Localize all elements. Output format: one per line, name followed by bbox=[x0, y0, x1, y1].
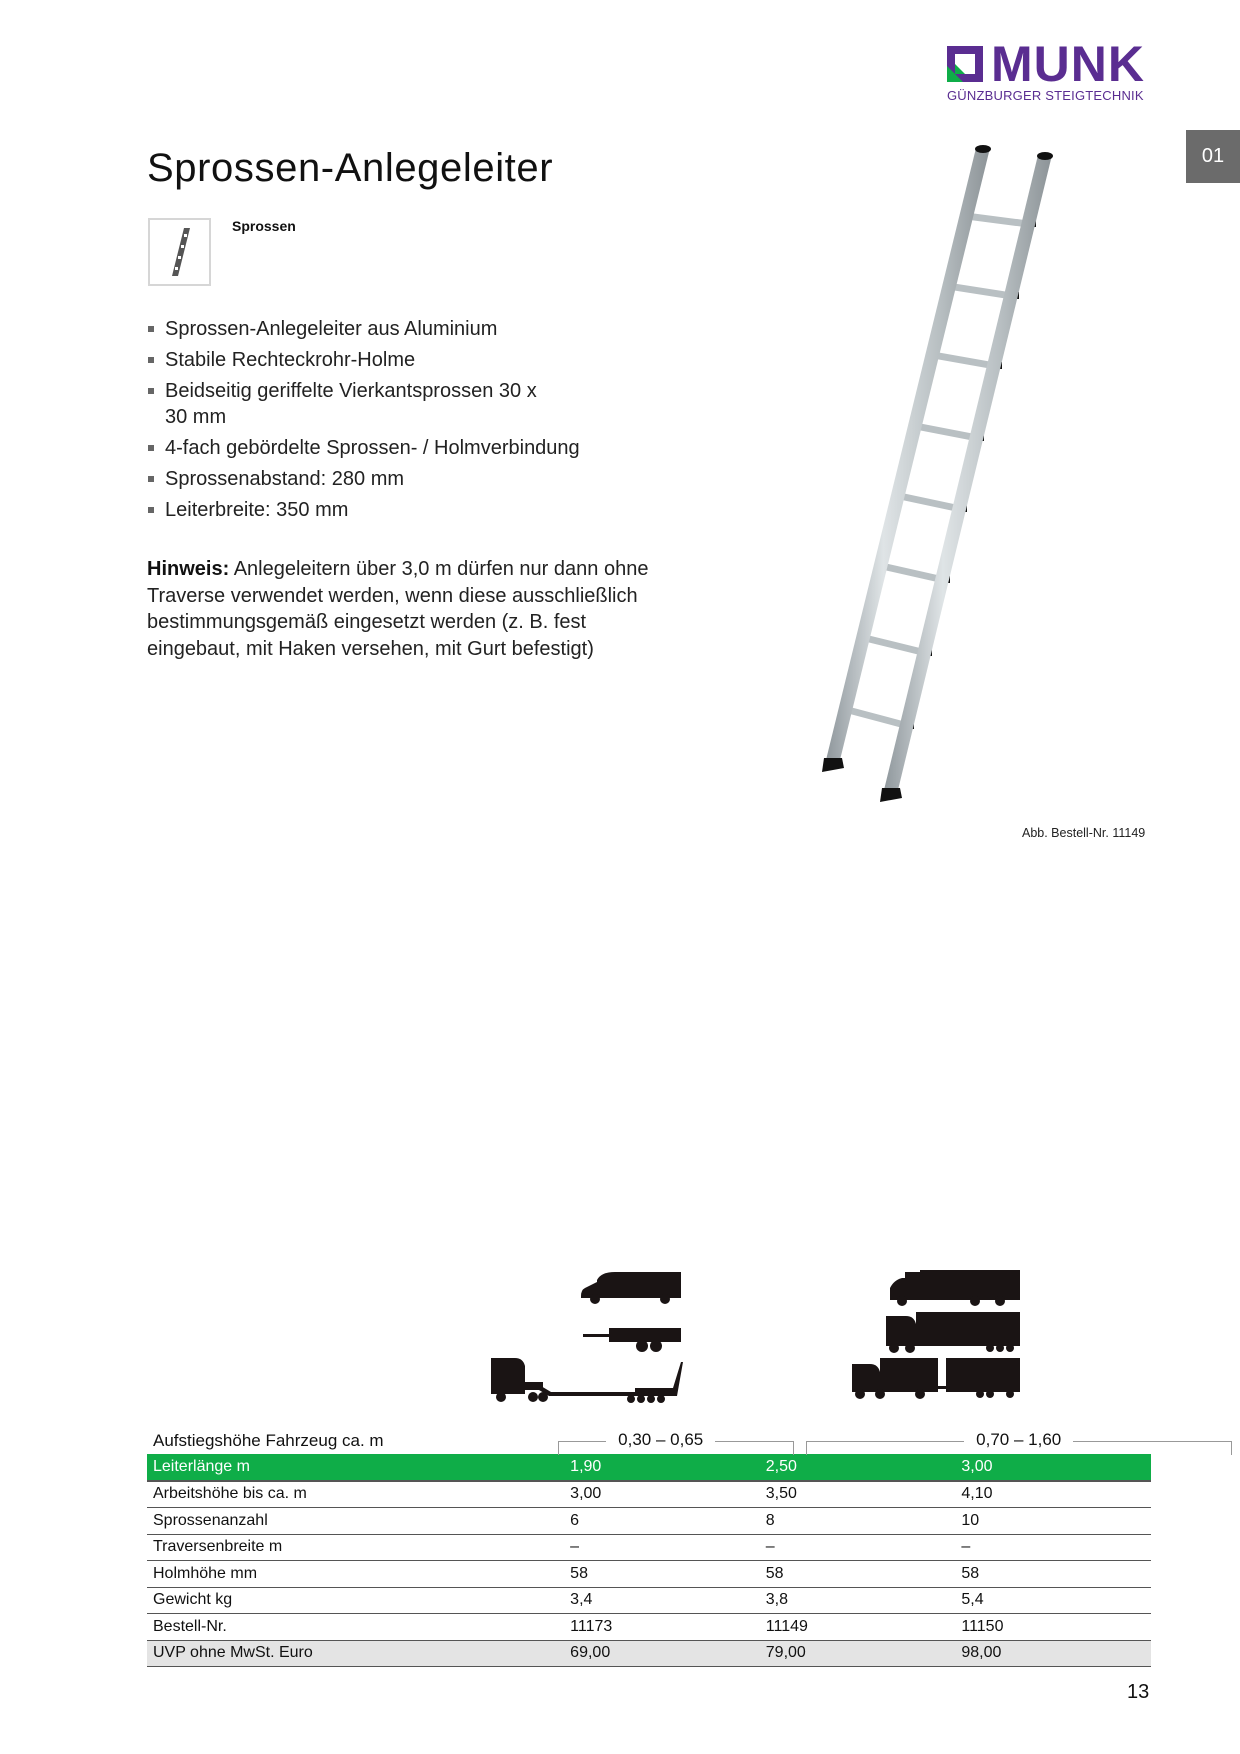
vehicle-group-low bbox=[491, 1272, 683, 1403]
bullet-icon bbox=[148, 507, 154, 513]
feature-item: Beidseitig geriffelte Vierkantsprossen 3… bbox=[148, 378, 545, 430]
bullet-icon bbox=[148, 445, 154, 451]
rung-icon-label: Sprossen bbox=[232, 218, 296, 234]
chapter-tab: 01 bbox=[1186, 130, 1240, 183]
range-high: 0,70 – 1,60 bbox=[806, 1428, 1233, 1455]
feature-item: Stabile Rechteckrohr-Holme bbox=[148, 347, 668, 373]
feature-list: Sprossen-Anlegeleiter aus Aluminium Stab… bbox=[148, 316, 668, 528]
range-low: 0,30 – 0,65 bbox=[558, 1428, 795, 1455]
table-row: Traversenbreite m – – – bbox=[147, 1534, 1151, 1561]
bullet-icon bbox=[148, 476, 154, 482]
image-caption: Abb. Bestell-Nr. 11149 bbox=[1022, 826, 1146, 840]
rung-icon bbox=[172, 228, 190, 276]
brand-tagline: GÜNZBURGER STEIGTECHNIK bbox=[947, 88, 1144, 103]
table-row: Gewicht kg 3,4 3,8 5,4 bbox=[147, 1587, 1151, 1614]
table-row: UVP ohne MwSt. Euro 69,00 79,00 98,00 bbox=[147, 1640, 1151, 1667]
table-row: Bestell-Nr. 11173 11149 11150 bbox=[147, 1613, 1151, 1641]
brand-logo: MUNK GÜNZBURGER STEIGTECHNIK bbox=[945, 36, 1155, 106]
feature-item: 4-fach gebördelte Sprossen- / Holmverbin… bbox=[148, 435, 668, 461]
lowbed-truck-icon bbox=[491, 1358, 683, 1403]
van-icon bbox=[581, 1272, 681, 1304]
table-row: Sprossenanzahl 6 8 10 bbox=[147, 1507, 1151, 1535]
logo-mark-icon bbox=[947, 46, 983, 82]
feature-item: Leiterbreite: 350 mm bbox=[148, 497, 668, 523]
ladder-illustration bbox=[822, 145, 1053, 802]
page-title: Sprossen-Anlegeleiter bbox=[147, 146, 554, 190]
note-label: Hinweis: bbox=[147, 558, 230, 580]
feature-item: Sprossen-Anlegeleiter aus Aluminium bbox=[148, 316, 668, 342]
vehicle-group-high bbox=[852, 1270, 1020, 1399]
spec-table: Aufstiegshöhe Fahrzeug ca. m 0,30 – 0,65… bbox=[147, 1428, 1233, 1667]
feature-item: Sprossenabstand: 280 mm bbox=[148, 466, 668, 492]
table-row: Leiterlänge m 1,90 2,50 3,00 bbox=[147, 1454, 1151, 1482]
bullet-icon bbox=[148, 326, 154, 332]
box-truck-icon bbox=[890, 1270, 1020, 1306]
trailer-icon bbox=[583, 1328, 681, 1352]
height-label: Aufstiegshöhe Fahrzeug ca. m bbox=[153, 1431, 384, 1450]
brand-name: MUNK bbox=[991, 36, 1145, 92]
table-row: Arbeitshöhe bis ca. m 3,00 3,50 4,10 bbox=[147, 1480, 1151, 1508]
note: Hinweis: Anlegeleitern über 3,0 m dürfen… bbox=[147, 556, 667, 662]
bullet-icon bbox=[148, 388, 154, 394]
table-header-row: Aufstiegshöhe Fahrzeug ca. m 0,30 – 0,65… bbox=[147, 1428, 1233, 1455]
semi-trailer-icon bbox=[886, 1312, 1020, 1353]
note-text: Anlegeleitern über 3,0 m dürfen nur dann… bbox=[147, 558, 649, 660]
table-row: Holmhöhe mm 58 58 58 bbox=[147, 1560, 1151, 1588]
truck-trailer-icon bbox=[852, 1358, 1020, 1399]
bullet-icon bbox=[148, 357, 154, 363]
page-number: 13 bbox=[1127, 1681, 1150, 1703]
range-header: 0,30 – 0,65 0,70 – 1,60 bbox=[558, 1428, 1233, 1455]
rung-icon-box bbox=[148, 218, 211, 286]
